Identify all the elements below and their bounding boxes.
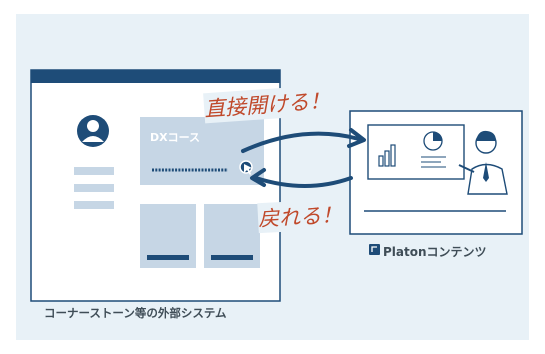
pointer-cursor-icon (239, 160, 253, 175)
platon-content-label: Platonコンテンツ (383, 245, 487, 259)
dx-course-title: DXコース (150, 131, 201, 144)
platon-content-window (349, 110, 523, 235)
presentation-board (367, 124, 465, 180)
user-avatar-icon (77, 115, 109, 147)
platon-logo-icon (369, 244, 380, 255)
presenter-illustration (458, 130, 508, 195)
external-system-label: コーナーストーン等の外部システム (44, 306, 227, 320)
open-arrow (241, 128, 366, 153)
diagram-canvas: DXコース 直接開ける！ 戻れる！ Platonコンテンツ コーナーストーン等の… (16, 14, 529, 340)
text-placeholder-line (74, 167, 114, 175)
bar-chart-icon (378, 155, 384, 167)
back-arrow (250, 168, 353, 188)
window-titlebar (31, 70, 280, 83)
content-tile-left-bar (147, 255, 189, 260)
can-go-back-label: 戻れる！ (257, 198, 343, 234)
diagram-graphics (30, 69, 523, 302)
content-tile-right-bar (211, 255, 253, 260)
text-placeholder-line (74, 201, 114, 209)
text-placeholder-line (74, 184, 114, 192)
